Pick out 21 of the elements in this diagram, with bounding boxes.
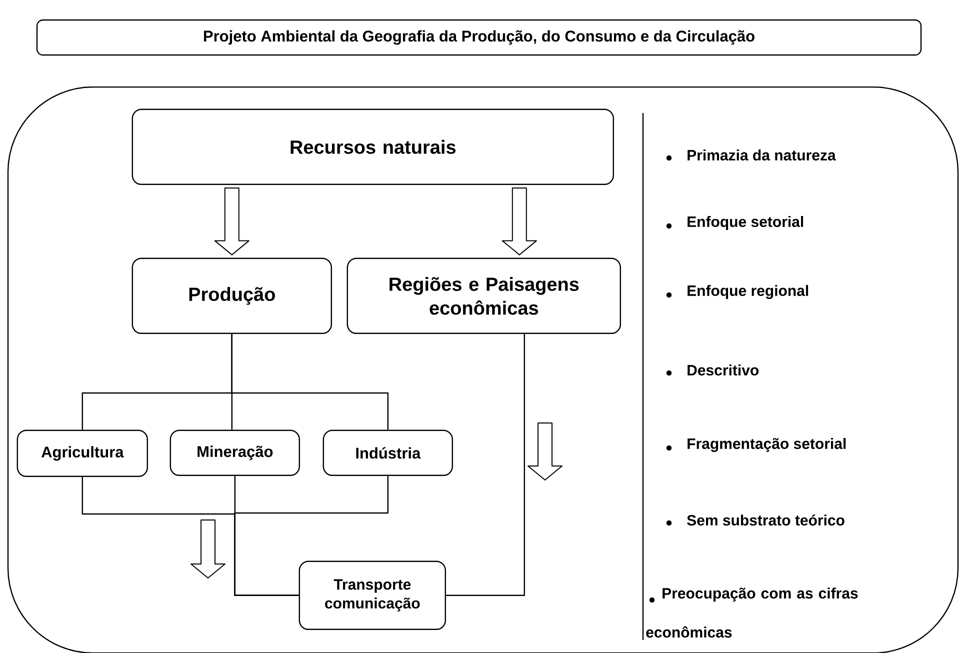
process-box: Mineração [170,430,300,476]
hollow-arrow [214,188,250,256]
connector-line [446,334,525,596]
process-box: Recursos naturais [132,108,614,185]
process-box: Transporte comunicação [298,560,446,630]
bullet-item: Fragmentação setorial [666,438,846,452]
bullet-item: Preocupação com as cifras econômicas [646,588,858,638]
connector-line [231,334,388,430]
process-box: Agricultura [16,430,148,477]
hollow-arrow [502,188,537,256]
process-box: Regiões e Paisagens econômicas [346,258,621,334]
bullet-item: Enfoque setorial [666,216,804,230]
frame [7,86,959,653]
bullet-item: Enfoque regional [666,284,808,300]
title-box: Projeto Ambiental da Geografia da Produção, do Consumo e da Circulação [36,19,922,56]
bullet-item: Primazia da natureza [666,150,836,161]
bullet-item: Sem substrato teórico [666,514,844,526]
process-box: Indústria [322,430,453,476]
process-box: Produção [132,258,332,334]
connector-line [234,476,388,596]
bullet-item: Descritivo [666,364,759,376]
